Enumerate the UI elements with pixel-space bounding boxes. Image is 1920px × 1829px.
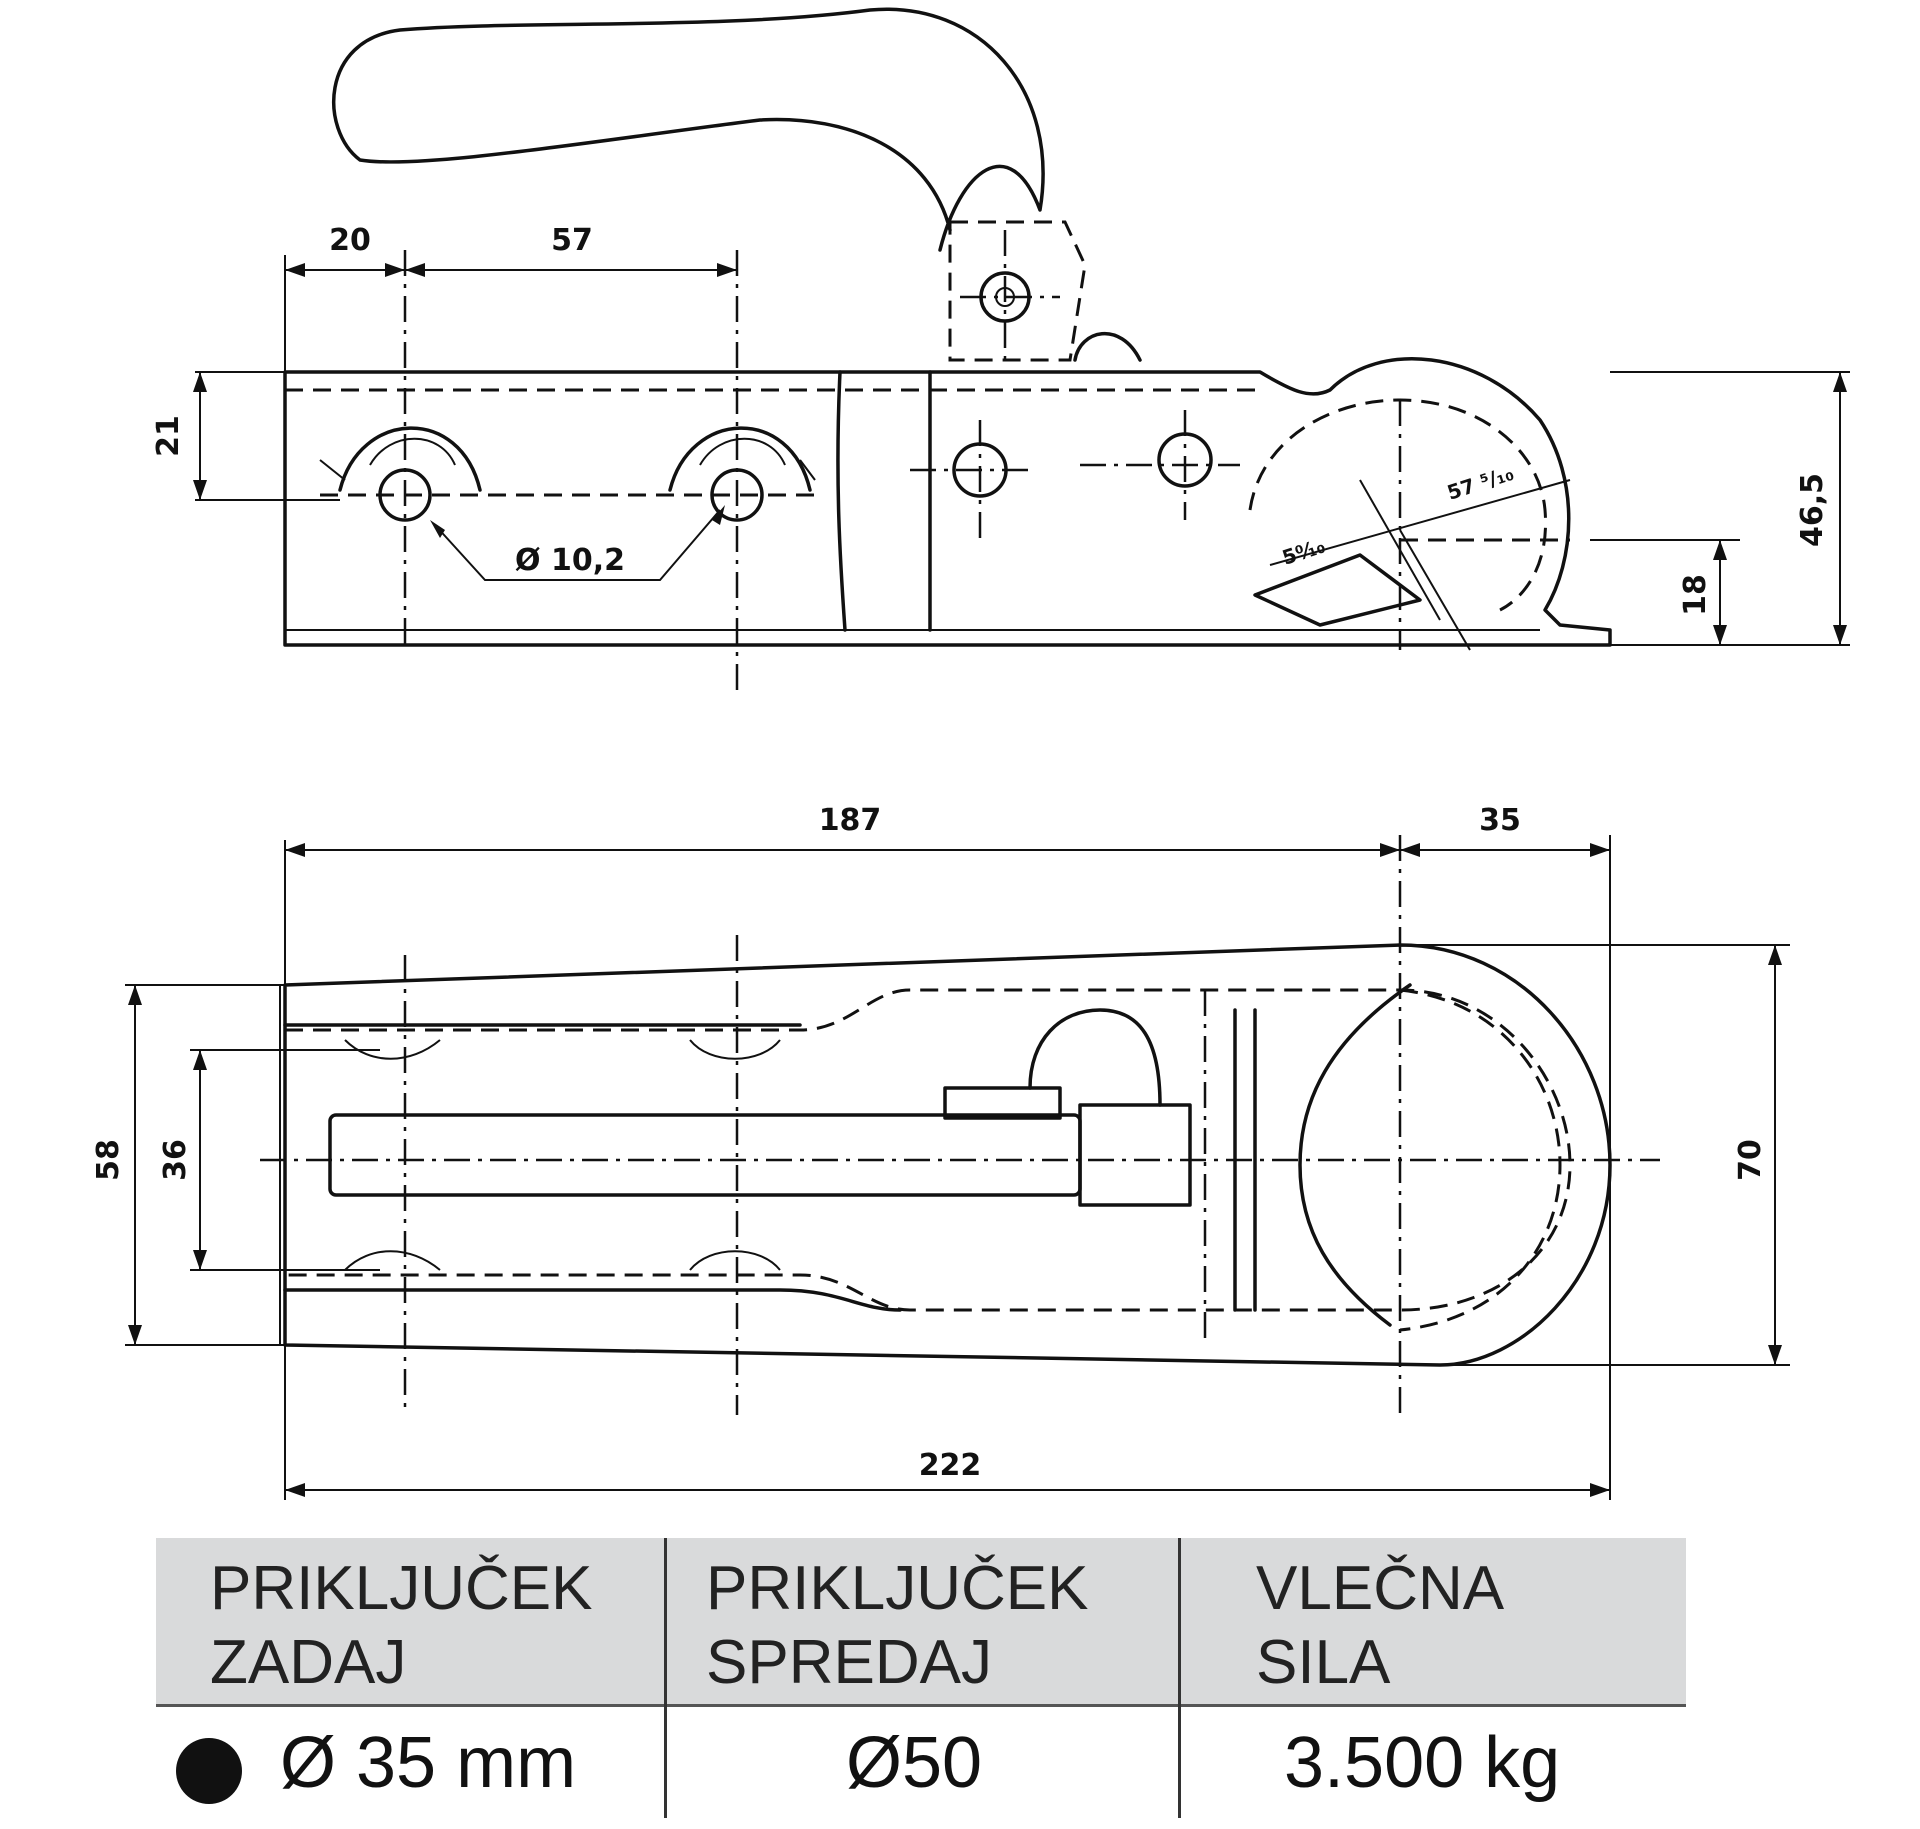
coupling-handle [332,7,1045,252]
top-view: 187 35 222 58 36 70 [91,803,1790,1500]
pivot-block-outline [948,220,1087,362]
dim-total-height: 46,5 [1795,473,1830,547]
bullet-dot-icon [176,1738,242,1804]
spec-table: PRIKLJUČEK ZADAJ PRIKLJUČEK SPREDAJ VLEČ… [156,1538,1686,1818]
header-rear-coupling: PRIKLJUČEK ZADAJ [210,1554,593,1697]
header-front-coupling: PRIKLJUČEK SPREDAJ [706,1554,1089,1697]
dim-outer-width: 58 [91,1139,126,1181]
spec-table-header [156,1538,1686,1706]
rear-mounting-hole-2 [668,426,816,522]
dim-length-to-ball: 187 [819,803,882,838]
actuator-rod [328,1113,1082,1197]
dim-head-width: 70 [1733,1139,1768,1181]
actuator-block [1078,1103,1192,1207]
header-towing-force: VLEČNA SILA [1256,1554,1505,1697]
dim-left-offset: 20 [329,223,371,258]
column-divider [1178,1538,1181,1818]
dim-total-length: 222 [919,1448,982,1483]
side-body-outline [283,357,1612,647]
dim-hole-diameter: Ø 10,2 [515,543,625,578]
dim-hole-height: 21 [151,415,186,457]
dim-hole-spacing: 57 [551,223,593,258]
top-body-outline [283,943,1612,1367]
dim-ball-height: 18 [1678,574,1713,616]
dim-ball-offset: 35 [1479,803,1521,838]
column-divider [664,1538,667,1818]
ball-socket [1298,983,1412,1327]
side-view: 20 57 21 Ø 10,2 57 ⁵/₁₀ 5⁰⁄₁₀ 46,5 [151,7,1850,690]
technical-drawing: 20 57 21 Ø 10,2 57 ⁵/₁₀ 5⁰⁄₁₀ 46,5 [91,7,1850,1500]
dim-inner-width: 36 [158,1139,193,1181]
rear-mounting-hole-1 [319,426,482,522]
value-towing-force: 3.500 kg [1284,1723,1561,1803]
value-front-coupling: Ø50 [846,1723,983,1803]
latch-tab [943,1086,1062,1120]
dim-angle-2: 5⁰⁄₁₀ [1279,533,1328,569]
value-rear-coupling: Ø 35 mm [280,1723,577,1803]
